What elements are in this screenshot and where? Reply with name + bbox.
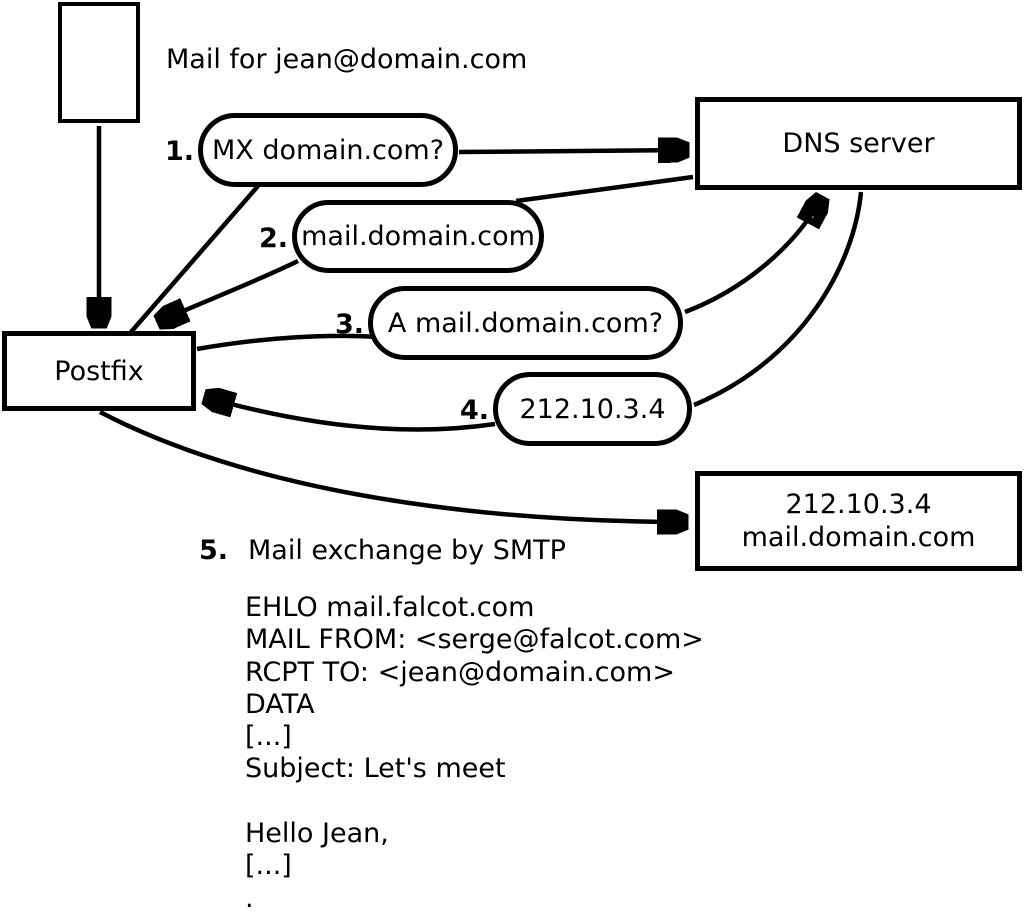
step-4-answer-label: 212.10.3.4: [519, 393, 666, 425]
step-5-label: Mail exchange by SMTP: [248, 535, 566, 566]
dns-server-node: DNS server: [695, 97, 1022, 190]
postfix-label: Postfix: [54, 355, 144, 387]
step-2-answer-pill: mail.domain.com: [292, 200, 544, 273]
step-1-query-pill: MX domain.com?: [198, 113, 458, 187]
smtp-session-transcript: EHLO mail.falcot.com MAIL FROM: <serge@f…: [245, 592, 704, 914]
step-5-number: 5.: [198, 535, 228, 566]
mail-message-icon: [58, 2, 140, 123]
step-3-query-label: A mail.domain.com?: [387, 307, 664, 339]
mail-server-node: 212.10.3.4 mail.domain.com: [695, 471, 1022, 571]
step-2-number: 2.: [258, 223, 288, 254]
arrow-query1-to-dns: [458, 150, 688, 152]
step-1-number: 1.: [164, 136, 194, 167]
connector-dns-to-answer2: [515, 174, 694, 204]
mail-server-ip: 212.10.3.4: [785, 489, 932, 520]
connector-postfix-to-query1: [129, 184, 260, 334]
arrow-postfix-to-mailserver: [98, 410, 687, 522]
mail-server-label: 212.10.3.4 mail.domain.com: [742, 488, 976, 554]
step-4-answer-pill: 212.10.3.4: [493, 372, 692, 446]
connector-postfix-to-query3: [196, 333, 378, 352]
postfix-node: Postfix: [2, 331, 196, 411]
step-4-number: 4.: [459, 395, 489, 426]
connector-dns-to-answer4: [693, 191, 864, 408]
mail-caption: Mail for jean@domain.com: [166, 44, 528, 75]
arrow-answer2-to-postfix: [158, 258, 299, 322]
step-3-number: 3.: [334, 309, 364, 340]
arrow-query3-to-dns: [684, 197, 822, 315]
mail-server-hostname: mail.domain.com: [741, 522, 976, 553]
step-1-query-label: MX domain.com?: [211, 134, 445, 166]
arrow-answer4-to-postfix: [205, 397, 496, 432]
step-3-query-pill: A mail.domain.com?: [368, 286, 683, 360]
step-2-answer-label: mail.domain.com: [301, 221, 535, 252]
dns-server-label: DNS server: [782, 128, 935, 159]
